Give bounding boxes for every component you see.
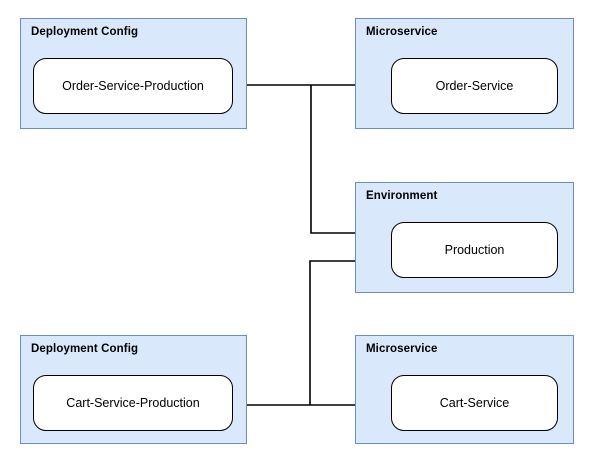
group-title-microservice-order: Microservice [366, 26, 438, 38]
node-order-service-production[interactable]: Order-Service-Production [33, 58, 233, 114]
node-label-cart-service-production: Cart-Service-Production [66, 396, 200, 410]
node-production[interactable]: Production [391, 222, 558, 278]
group-title-deployment-config-cart: Deployment Config [31, 343, 139, 355]
node-cart-service-production[interactable]: Cart-Service-Production [33, 375, 233, 431]
node-label-cart-service: Cart-Service [439, 396, 510, 410]
group-title-environment-production: Environment [366, 190, 438, 202]
node-label-order-service-production: Order-Service-Production [62, 79, 204, 93]
node-cart-service[interactable]: Cart-Service [391, 375, 558, 431]
node-order-service[interactable]: Order-Service [391, 58, 558, 114]
node-label-production: Production [444, 243, 505, 257]
group-microservice-order[interactable]: Microservice Order-Service [355, 18, 574, 129]
group-deployment-config-cart[interactable]: Deployment Config Cart-Service-Productio… [20, 335, 247, 444]
group-deployment-config-order[interactable]: Deployment Config Order-Service-Producti… [20, 18, 247, 129]
group-title-deployment-config-order: Deployment Config [31, 26, 139, 38]
group-title-microservice-cart: Microservice [366, 343, 438, 355]
group-environment-production[interactable]: Environment Production [355, 182, 574, 293]
group-microservice-cart[interactable]: Microservice Cart-Service [355, 335, 574, 444]
node-label-order-service: Order-Service [435, 79, 514, 93]
